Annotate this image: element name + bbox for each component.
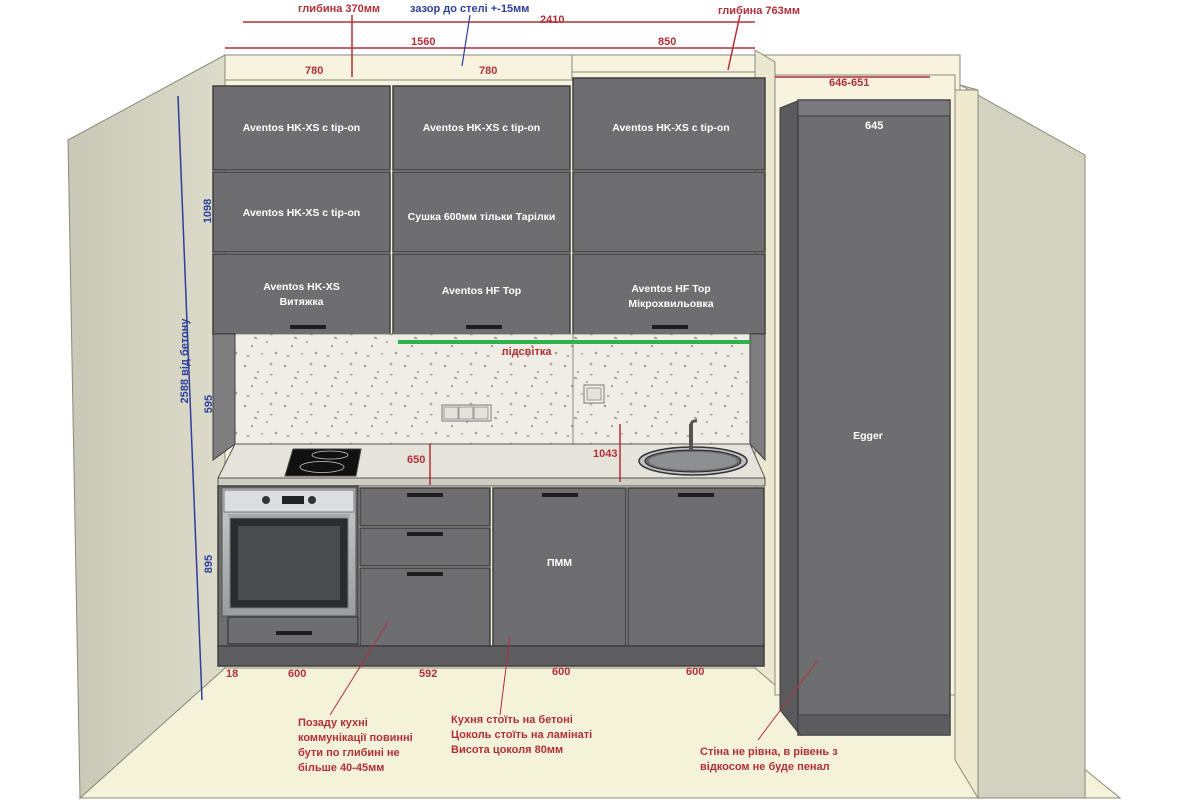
sink-width-dim: 600 bbox=[686, 666, 705, 678]
upper-right-width-label: 850 bbox=[658, 36, 677, 48]
tall-gap-label: 646-651 bbox=[829, 77, 870, 89]
induction-hob[interactable] bbox=[284, 448, 362, 477]
drawers-width-dim: 592 bbox=[419, 668, 438, 680]
tall-column-plinth bbox=[797, 714, 951, 736]
socket-height-label: 650 bbox=[407, 454, 426, 466]
handle-drawer-1[interactable] bbox=[407, 493, 443, 497]
drawer-2[interactable] bbox=[359, 527, 491, 567]
triple-socket[interactable] bbox=[441, 404, 492, 422]
upper-cab-1-mid[interactable] bbox=[212, 171, 391, 253]
plinth bbox=[217, 645, 765, 667]
handle-drawer-2[interactable] bbox=[407, 532, 443, 536]
upper-cab-1-bot-line1: Aventos HK-XS bbox=[263, 281, 340, 293]
upper-cab-1-top[interactable] bbox=[212, 85, 391, 171]
tall-column-front[interactable] bbox=[797, 99, 951, 736]
base-handles bbox=[276, 493, 714, 635]
handle-drawer-3[interactable] bbox=[407, 572, 443, 576]
oven-drawer[interactable] bbox=[227, 616, 359, 645]
upper-handles bbox=[290, 325, 688, 329]
ceiling-gap-label: зазор до стелі +-15мм bbox=[410, 3, 530, 15]
side-panel-right bbox=[749, 333, 766, 462]
bulkhead-left bbox=[224, 54, 573, 81]
depth-upper-label: глибина 370мм bbox=[298, 3, 381, 15]
dishwasher-label: ПММ bbox=[546, 557, 573, 569]
upper-cab-2-mid[interactable] bbox=[392, 171, 571, 253]
tall-width-label: 645 bbox=[865, 120, 884, 132]
sink[interactable] bbox=[638, 446, 748, 476]
handle-dishwasher[interactable] bbox=[542, 493, 578, 497]
upper-cab-1-top-label: Aventos HK-XS с tip-on bbox=[242, 122, 361, 134]
upper-cab-3-bot[interactable] bbox=[572, 253, 766, 335]
ceiling-gap-leader bbox=[461, 14, 471, 67]
upper-cab-3-top[interactable] bbox=[572, 77, 766, 171]
led-light-label: підсвітка bbox=[502, 346, 552, 358]
upper-left-width-label: 1560 bbox=[411, 36, 436, 48]
total-width-label: 2410 bbox=[540, 14, 565, 26]
cab1-width-label: 780 bbox=[305, 65, 324, 77]
upper-cab-2-bot[interactable] bbox=[392, 253, 571, 335]
tall-column-top bbox=[797, 99, 951, 117]
right-wall bbox=[959, 84, 1086, 799]
upper-cab-2-top[interactable] bbox=[392, 85, 571, 171]
niche-side bbox=[954, 89, 979, 800]
faucet-height-label: 1043 bbox=[593, 448, 618, 460]
upper-cabinets bbox=[212, 77, 766, 335]
note-floor: Кухня стоїть на бетоні Цоколь стоїть на … bbox=[451, 714, 593, 756]
handle-sink[interactable] bbox=[678, 493, 714, 497]
upper-cab-1-mid-label: Aventos HK-XS с tip-on bbox=[242, 207, 361, 219]
height-total-label: 2588 від бетону bbox=[179, 318, 191, 404]
upper-cab-3-top-label: Aventos HK-XS с tip-on bbox=[612, 122, 730, 134]
faucet-icon[interactable] bbox=[689, 419, 698, 450]
handle-1[interactable] bbox=[290, 325, 326, 329]
oven-width-dim: 600 bbox=[288, 668, 307, 680]
dimension-lines bbox=[225, 14, 930, 485]
oven[interactable] bbox=[221, 487, 357, 617]
bulkhead-right bbox=[571, 54, 756, 73]
base-height-label: 895 bbox=[203, 554, 215, 574]
upper-cab-2-mid-label: Сушка 600мм тільки Тарілки bbox=[407, 211, 556, 223]
upper-cab-1-bot-line2: Витяжка bbox=[279, 296, 324, 308]
side-panel-left bbox=[212, 333, 236, 461]
handle-oven-drawer[interactable] bbox=[276, 631, 312, 635]
handle-3[interactable] bbox=[652, 325, 688, 329]
upper-cab-1-bot[interactable] bbox=[212, 253, 391, 335]
tall-column bbox=[779, 99, 951, 737]
depth-right-label: глибина 763мм bbox=[718, 5, 801, 17]
backsplash-height-label: 595 bbox=[203, 394, 215, 414]
upper-cab-3-bot-label: Aventos HF Top Мікрохвильовка bbox=[573, 282, 769, 312]
side-panel-dim: 18 bbox=[226, 668, 239, 680]
tall-column-side bbox=[779, 99, 801, 737]
countertop-edge bbox=[217, 477, 766, 487]
single-socket[interactable] bbox=[583, 384, 605, 404]
dishwasher-width-dim: 600 bbox=[552, 666, 571, 678]
tall-column-label: Egger bbox=[853, 430, 883, 442]
backsplash-left bbox=[234, 333, 574, 445]
note-leaders bbox=[329, 621, 819, 741]
height-line bbox=[177, 95, 203, 701]
left-wall bbox=[67, 54, 226, 800]
handle-2[interactable] bbox=[466, 325, 502, 329]
note-wall: Стіна не рівна, в рівень з відкосом не б… bbox=[700, 746, 838, 773]
upper-cab-3-bot-line2: Мікрохвильовка bbox=[628, 298, 714, 310]
upper-cab-1-bot-label: Aventos HK-XS Витяжка bbox=[213, 280, 390, 310]
upper-cab-3-bot-line1: Aventos HF Top bbox=[631, 283, 711, 295]
note-communications: Позаду кухні коммунікації повинні бути п… bbox=[298, 717, 413, 774]
upper-cab-3-mid[interactable] bbox=[572, 171, 766, 253]
sink-cabinet-door[interactable] bbox=[627, 487, 765, 647]
upper-cab-2-bot-label: Aventos HF Top bbox=[441, 285, 522, 297]
drawer-3[interactable] bbox=[359, 567, 491, 647]
upper-cab-2-top-label: Aventos HK-XS с tip-on bbox=[422, 122, 541, 134]
cab2-width-label: 780 bbox=[479, 65, 498, 77]
